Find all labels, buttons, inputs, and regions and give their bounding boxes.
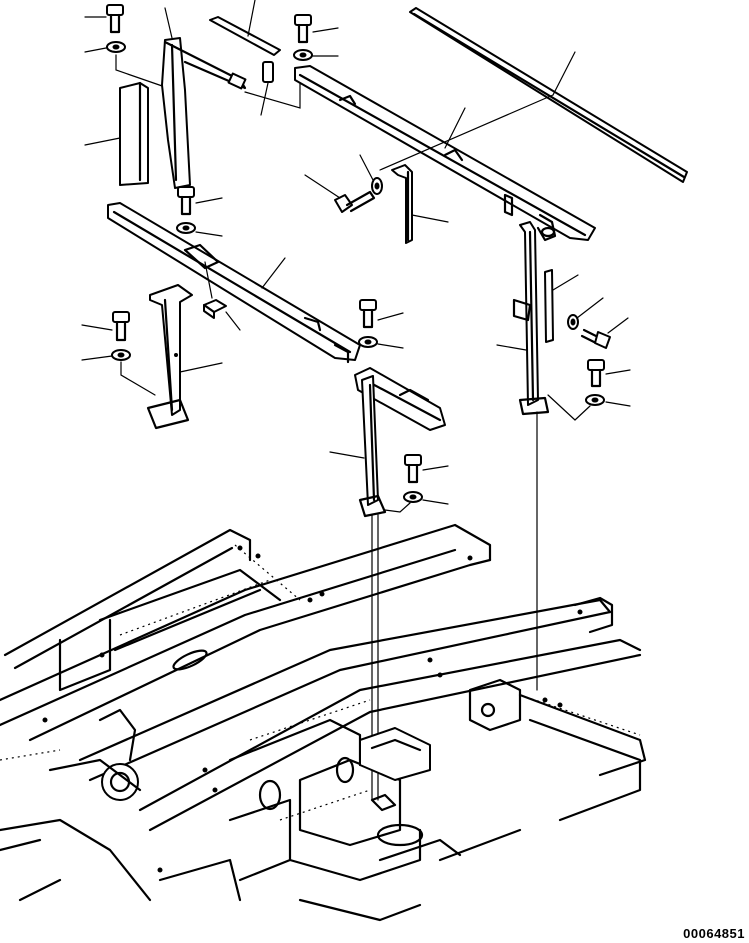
washer-side-right: [567, 314, 579, 330]
machine-frame: [0, 523, 647, 922]
assembly-line-left-stand: [120, 361, 156, 396]
rubber-block: [203, 299, 227, 319]
leader-bolt-mid-left: [195, 197, 223, 204]
seal-strip-long: [409, 7, 688, 183]
washer-upper-center: [293, 49, 313, 61]
leader-washer-side-center: [359, 154, 374, 181]
assembly-line-block: [204, 261, 213, 299]
leader-bolt-mid-center: [377, 312, 404, 321]
leader-strip-vertical-right: [552, 274, 579, 291]
leader-upright-top-left: [164, 7, 173, 39]
drawing-number: 00064851: [683, 926, 745, 941]
upright-bracket-top-left: [161, 37, 247, 189]
leader-bolt-left-stand: [81, 324, 113, 331]
angle-bracket-center: [354, 367, 446, 431]
bolt-left-stand: [112, 311, 130, 342]
leader-stand-left: [179, 362, 223, 373]
bolt-side-right: [580, 328, 611, 349]
leader-strip-short: [247, 0, 256, 37]
leader-cover-pad: [84, 137, 121, 146]
post-bracket-center: [358, 375, 387, 518]
bolt-upper-center: [294, 14, 312, 44]
washer-mid-center: [358, 336, 378, 348]
washer-lower-right: [585, 394, 605, 406]
long-rail-lower: [107, 202, 361, 364]
clip-small: [262, 61, 274, 83]
leader-bolt-side-center: [304, 174, 341, 199]
leader-clip-small: [260, 82, 269, 116]
leader-seal-to-bracket: [379, 94, 554, 171]
assembly-line-clip: [244, 77, 301, 109]
bolt-mid-center: [359, 299, 377, 329]
leader-rubber-block: [225, 311, 241, 331]
leader-bolt-lower-right: [605, 369, 631, 375]
leader-seal-strip-long: [552, 51, 576, 96]
leader-washer-upper-left: [84, 47, 107, 53]
washer-mid-left: [176, 222, 196, 234]
bolt-side-center: [334, 190, 376, 213]
bolt-mid-left: [177, 186, 195, 216]
assembly-line-right-washer: [547, 394, 591, 421]
bolt-lower-right: [587, 359, 605, 388]
leader-washer-lower-center: [422, 499, 449, 505]
leader-bolt-upper-center: [312, 27, 339, 33]
strip-vertical-right: [544, 269, 554, 343]
leader-washer-lower-right: [605, 401, 631, 407]
assembly-line-lower-center: [384, 502, 411, 513]
leader-washer-left-stand: [81, 355, 113, 361]
leader-long-rail-lower: [261, 257, 286, 289]
leader-bolt-lower-center: [422, 465, 449, 471]
leader-post-center: [329, 451, 365, 459]
vertical-bracket-right: [512, 221, 550, 416]
long-rail-upper: [294, 65, 596, 242]
leader-bolt-side-right: [607, 317, 629, 334]
bolt-lower-center: [404, 454, 422, 484]
leader-washer-mid-left: [195, 231, 223, 237]
cover-pad: [119, 81, 149, 186]
leader-long-rail-upper: [444, 107, 466, 149]
leader-vertical-bracket-right: [496, 344, 527, 351]
assembly-line-washer-to-bracket: [115, 54, 169, 89]
leader-washer-side-right: [576, 297, 604, 319]
leader-washer-mid-center: [377, 343, 404, 349]
bolt-upper-left: [106, 4, 124, 34]
leader-hanger-center: [411, 214, 449, 223]
washer-upper-left: [106, 41, 126, 53]
washer-side-center: [371, 177, 383, 195]
washer-left-stand: [111, 349, 131, 361]
washer-lower-center: [403, 491, 423, 503]
strip-short: [209, 16, 281, 56]
hanger-bracket-center: [391, 164, 413, 244]
stand-bracket-left: [146, 284, 193, 430]
